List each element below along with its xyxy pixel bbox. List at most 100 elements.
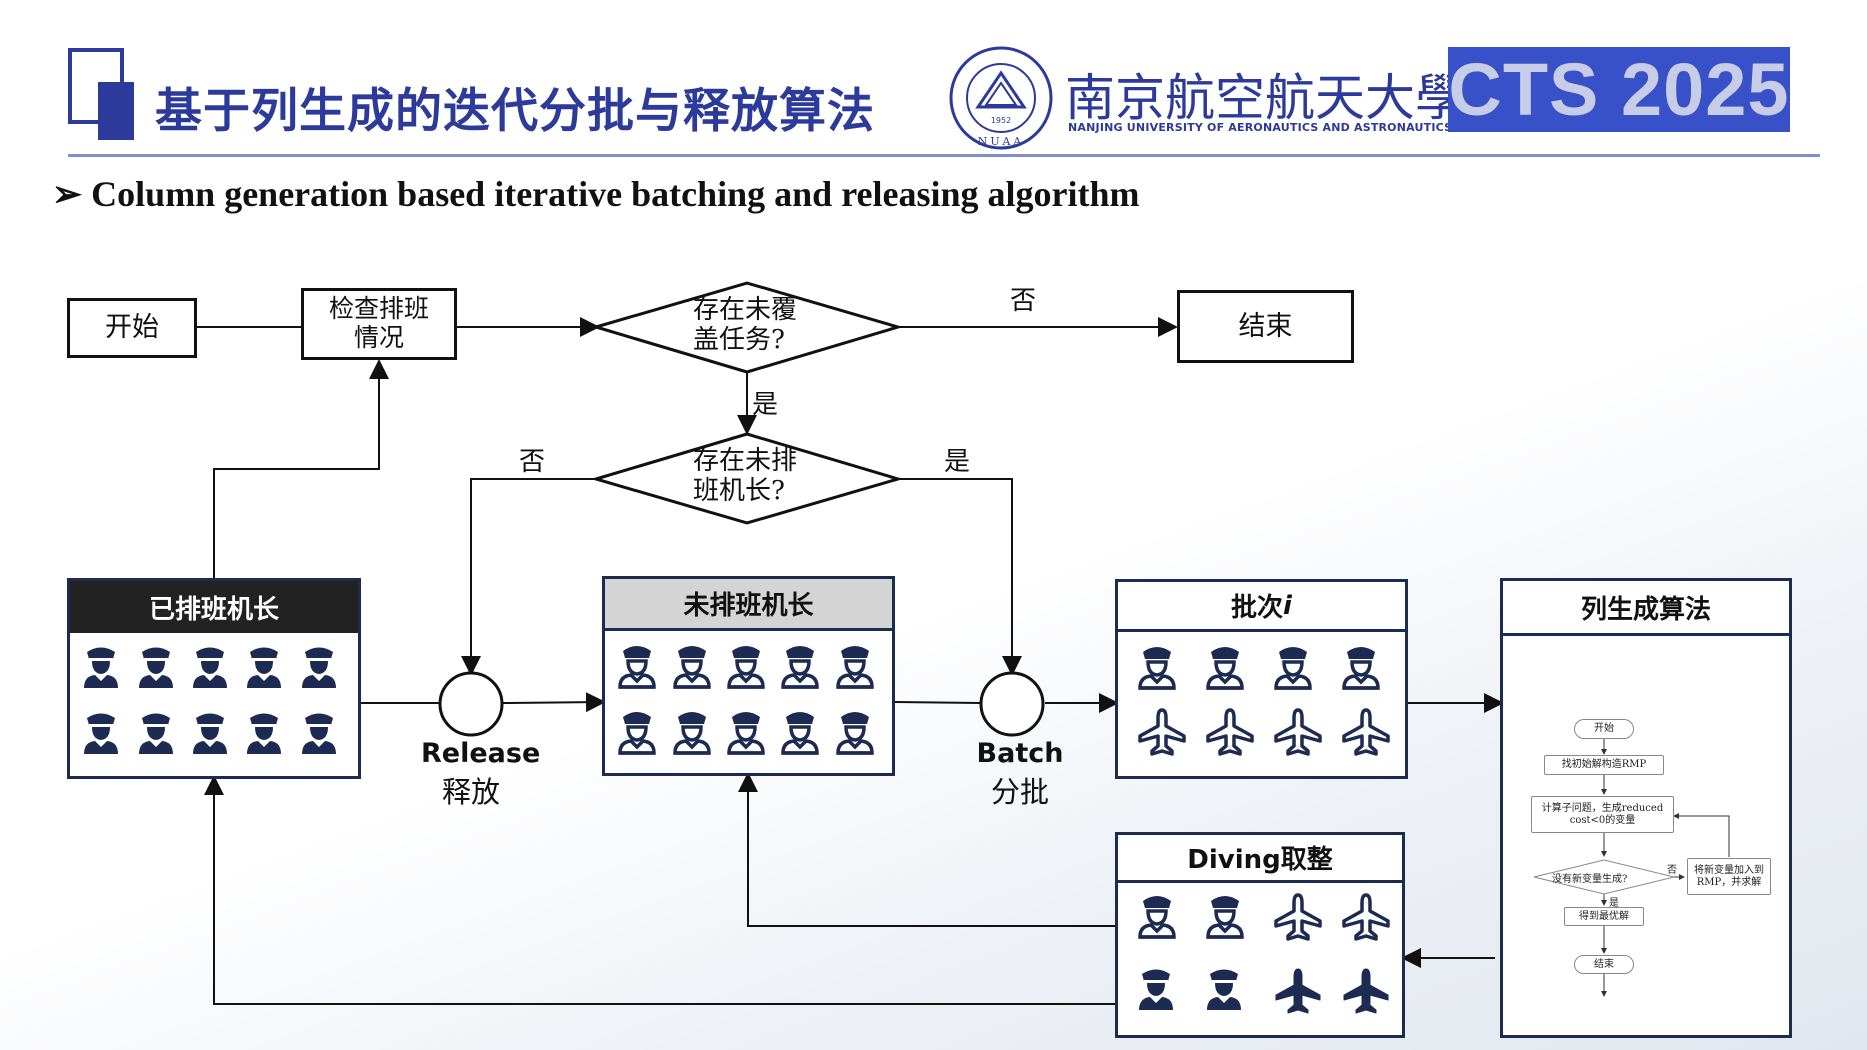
icon-cell [1136,891,1178,943]
mini-optimal: 得到最优解 [1564,907,1644,926]
svg-text:1952: 1952 [991,116,1011,125]
pilot-outline-icon [781,646,819,689]
pilot-outline-icon [1342,647,1380,690]
pilot-icon [302,647,336,688]
icon-cell [190,709,230,759]
icon-cell [616,707,658,759]
icon-cell [834,707,876,759]
decision-diamond-unscheduled [590,432,904,525]
pilot-outline-icon [727,646,765,689]
scheduled-captains-title: 已排班机长 [70,581,358,633]
column-generation-panel: 列生成算法 开始 找初始解构造RMP 计算子问题，生成reduced cost<… [1500,578,1792,1038]
icon-cell [725,707,767,759]
icon-cell [1204,642,1246,694]
mini-yes-label: 是 [1609,898,1619,909]
pilot-icon [139,713,173,754]
pilot-outline-icon [1206,896,1244,939]
icon-cell [1204,965,1244,1015]
pilot-outline-icon [618,712,656,755]
icon-cell [1340,965,1392,1021]
icon-cell [136,709,176,759]
scheduled-captains-icons [78,643,350,773]
icon-cell [834,641,876,693]
pilot-outline-icon [727,712,765,755]
university-name-en: NANJING UNIVERSITY OF AERONAUTICS AND AS… [1068,121,1453,134]
batch-icons [1126,642,1398,772]
airplane-icon [1274,893,1322,941]
icon-cell [1272,891,1324,947]
decision2-label: 存在未排 班机长? [693,446,798,506]
icon-cell [725,641,767,693]
mini-decision-label: 没有新变量生成? [1552,874,1628,885]
airplane-icon [1138,708,1186,756]
pilot-outline-icon [1206,647,1244,690]
pilot-icon [247,647,281,688]
airplane-icon [1275,968,1321,1014]
no-label-2: 否 [519,447,546,477]
unscheduled-captains-title: 未排班机长 [605,579,892,631]
header-divider [68,154,1820,157]
check-box: 检查排班 情况 [301,288,457,360]
icon-cell [81,643,121,693]
pilot-outline-icon [1274,647,1312,690]
pilot-icon [1207,969,1241,1010]
icon-cell [616,641,658,693]
pilot-icon [247,713,281,754]
mini-init: 找初始解构造RMP [1544,755,1664,775]
icon-cell [779,707,821,759]
icon-cell [1136,965,1176,1015]
icon-cell [1204,706,1256,762]
airplane-icon [1342,893,1390,941]
diving-icons [1126,891,1398,1031]
decision-diamond-uncovered [590,281,904,374]
icon-cell [1340,642,1382,694]
university-seal-icon: 1952 NUAA [949,46,1053,150]
diving-title: Diving取整 [1118,835,1402,883]
pilot-outline-icon [781,712,819,755]
mini-add-variables: 将新变量加入到 RMP，并求解 [1687,858,1771,895]
diving-panel: Diving取整 [1115,832,1405,1038]
release-caption: Release 释放 [421,738,540,811]
pilot-outline-icon [1138,647,1176,690]
subtitle: ➢ Column generation based iterative batc… [52,174,1140,214]
pilot-icon [193,713,227,754]
pilot-outline-icon [836,712,874,755]
icon-cell [1340,891,1392,947]
subtitle-text: Column generation based iterative batchi… [91,174,1140,214]
mini-subproblem: 计算子问题，生成reduced cost<0的变量 [1531,796,1674,833]
batch-caption-cn: 分批 [990,775,1049,809]
icon-cell [1272,965,1324,1021]
end-box: 结束 [1177,290,1354,363]
batch-caption: Batch 分批 [970,738,1070,811]
pilot-outline-icon [673,646,711,689]
mini-end: 结束 [1574,955,1634,974]
icon-cell [190,643,230,693]
yes-label-2: 是 [944,447,971,477]
pilot-icon [84,647,118,688]
icon-cell [244,643,284,693]
unscheduled-captains-icons [613,641,885,771]
batch-title-text: 批次 [1231,593,1284,623]
pilot-outline-icon [673,712,711,755]
pilot-icon [139,647,173,688]
icon-cell [299,709,339,759]
release-node [438,671,504,737]
icon-cell [1340,706,1392,762]
mini-flow-connectors [1533,739,1730,997]
batch-index: i [1283,590,1292,621]
icon-cell [136,643,176,693]
pilot-outline-icon [1138,896,1176,939]
page-title: 基于列生成的迭代分批与释放算法 [155,84,875,139]
decision1-label: 存在未覆 盖任务? [693,295,798,355]
icon-cell [1272,642,1314,694]
start-box: 开始 [67,298,197,358]
unscheduled-captains-panel: 未排班机长 [602,576,895,776]
icon-cell [81,709,121,759]
icon-cell [1272,706,1324,762]
airplane-icon [1274,708,1322,756]
icon-cell [1136,642,1178,694]
mini-no-label: 否 [1667,865,1677,876]
